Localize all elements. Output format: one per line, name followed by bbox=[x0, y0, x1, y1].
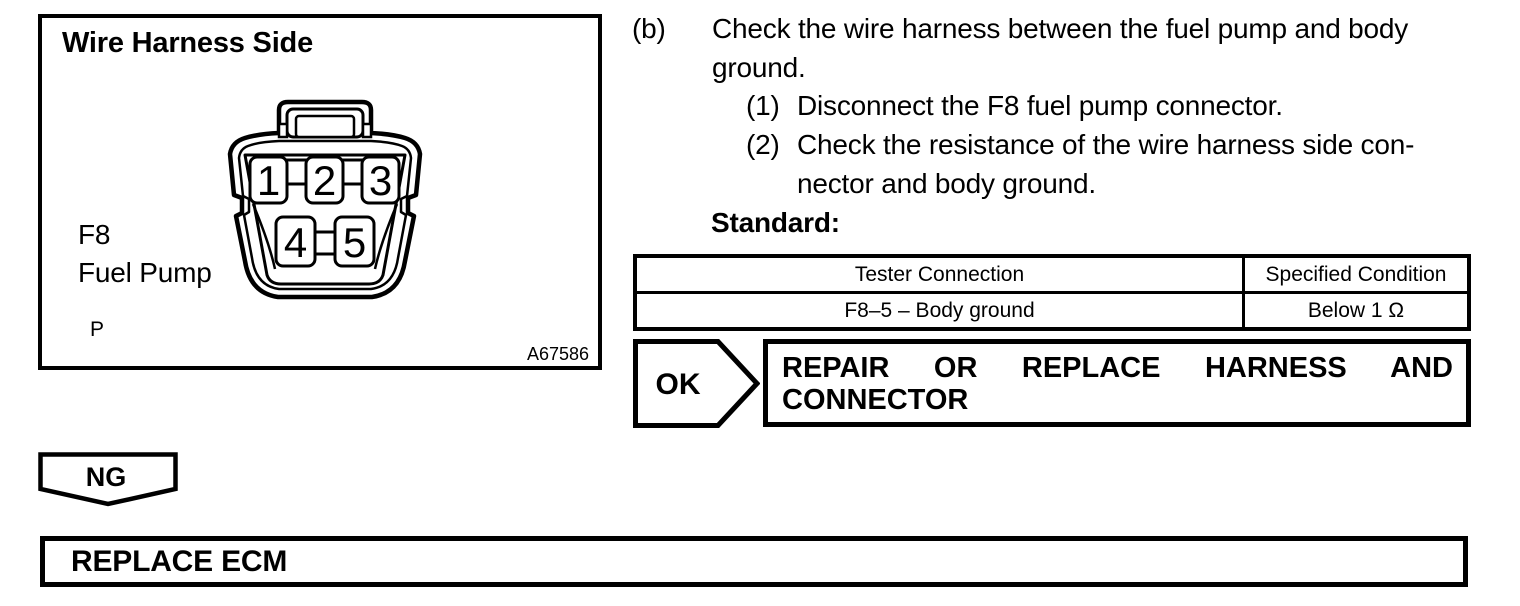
ng-decision-flag: NG bbox=[38, 452, 178, 507]
spec-table-cell-specified-condition: Below 1 Ω bbox=[1307, 298, 1405, 322]
step-text-line2: ground. bbox=[712, 52, 806, 83]
pin-5-box bbox=[333, 215, 376, 268]
connector-illustration: 1 2 3 4 5 bbox=[227, 99, 423, 300]
ok-flag-shape bbox=[633, 339, 760, 428]
substep-2-text-line2: nector and body ground. bbox=[797, 168, 1096, 199]
ng-action-box: REPLACE ECM bbox=[40, 536, 1468, 587]
ok-action-box: REPAIR OR REPLACE HARNESS AND CONNECTOR bbox=[763, 339, 1471, 427]
pin-2-number: 2 bbox=[313, 157, 336, 204]
ok-action-line1: REPAIR OR REPLACE HARNESS AND bbox=[782, 352, 1453, 384]
wire-color-code: P bbox=[90, 318, 105, 341]
pin-2-box bbox=[304, 155, 345, 205]
step-text-line1: Check the wire harness between the fuel … bbox=[712, 13, 1409, 44]
connector-latch-ear-left bbox=[277, 122, 289, 139]
substep-1-label: (1) bbox=[746, 90, 780, 121]
ng-label: NG bbox=[86, 462, 127, 492]
connector-inner-shell bbox=[237, 139, 413, 291]
figure-id: A67586 bbox=[526, 344, 589, 364]
ng-flag-shape bbox=[38, 452, 178, 507]
spec-table-cell-tester-connection: F8–5 – Body ground bbox=[637, 294, 1245, 327]
substep-1-text: Disconnect the F8 fuel pump connector. bbox=[797, 90, 1283, 121]
ok-action-line2: CONNECTOR bbox=[782, 384, 969, 416]
pin-3-box bbox=[360, 155, 401, 205]
connector-contour-left bbox=[251, 203, 277, 270]
specification-table: Tester Connection Specified Condition F8… bbox=[633, 254, 1471, 331]
wire-harness-diagram-box: Wire Harness Side 1 2 3 4 5 F8 Fuel Pu bbox=[38, 14, 602, 370]
standard-heading: Standard: bbox=[711, 207, 840, 238]
pin-5-number: 5 bbox=[343, 219, 366, 266]
pin-3-number: 3 bbox=[369, 157, 392, 204]
ok-decision-flag: OK bbox=[633, 339, 760, 428]
ok-label: OK bbox=[656, 368, 701, 401]
connector-name-label: Fuel Pump bbox=[78, 257, 212, 288]
pin-4-box bbox=[274, 215, 317, 268]
ng-action-label: REPLACE ECM bbox=[71, 544, 288, 578]
diagram-title: Wire Harness Side bbox=[62, 27, 314, 59]
step-label: (b) bbox=[632, 13, 666, 44]
pin-1-box bbox=[248, 155, 289, 205]
spec-table-header-row: Tester Connection Specified Condition bbox=[637, 258, 1467, 291]
spec-table-header-tester-connection: Tester Connection bbox=[637, 258, 1245, 291]
substep-2-label: (2) bbox=[746, 129, 780, 160]
connector-contour-right bbox=[373, 203, 399, 270]
substep-2-text-line1: Check the resistance of the wire harness… bbox=[797, 129, 1415, 160]
pin-4-number: 4 bbox=[284, 219, 307, 266]
connector-latch-inner bbox=[294, 114, 356, 139]
connector-cavity bbox=[243, 153, 407, 286]
spec-table-header-specified-condition: Specified Condition bbox=[1265, 262, 1447, 286]
spec-table-data-row: F8–5 – Body ground Below 1 Ω bbox=[637, 291, 1467, 327]
connector-code-label: F8 bbox=[78, 219, 111, 250]
connector-latch-ear-right bbox=[361, 122, 373, 139]
pin-1-number: 1 bbox=[257, 157, 280, 204]
